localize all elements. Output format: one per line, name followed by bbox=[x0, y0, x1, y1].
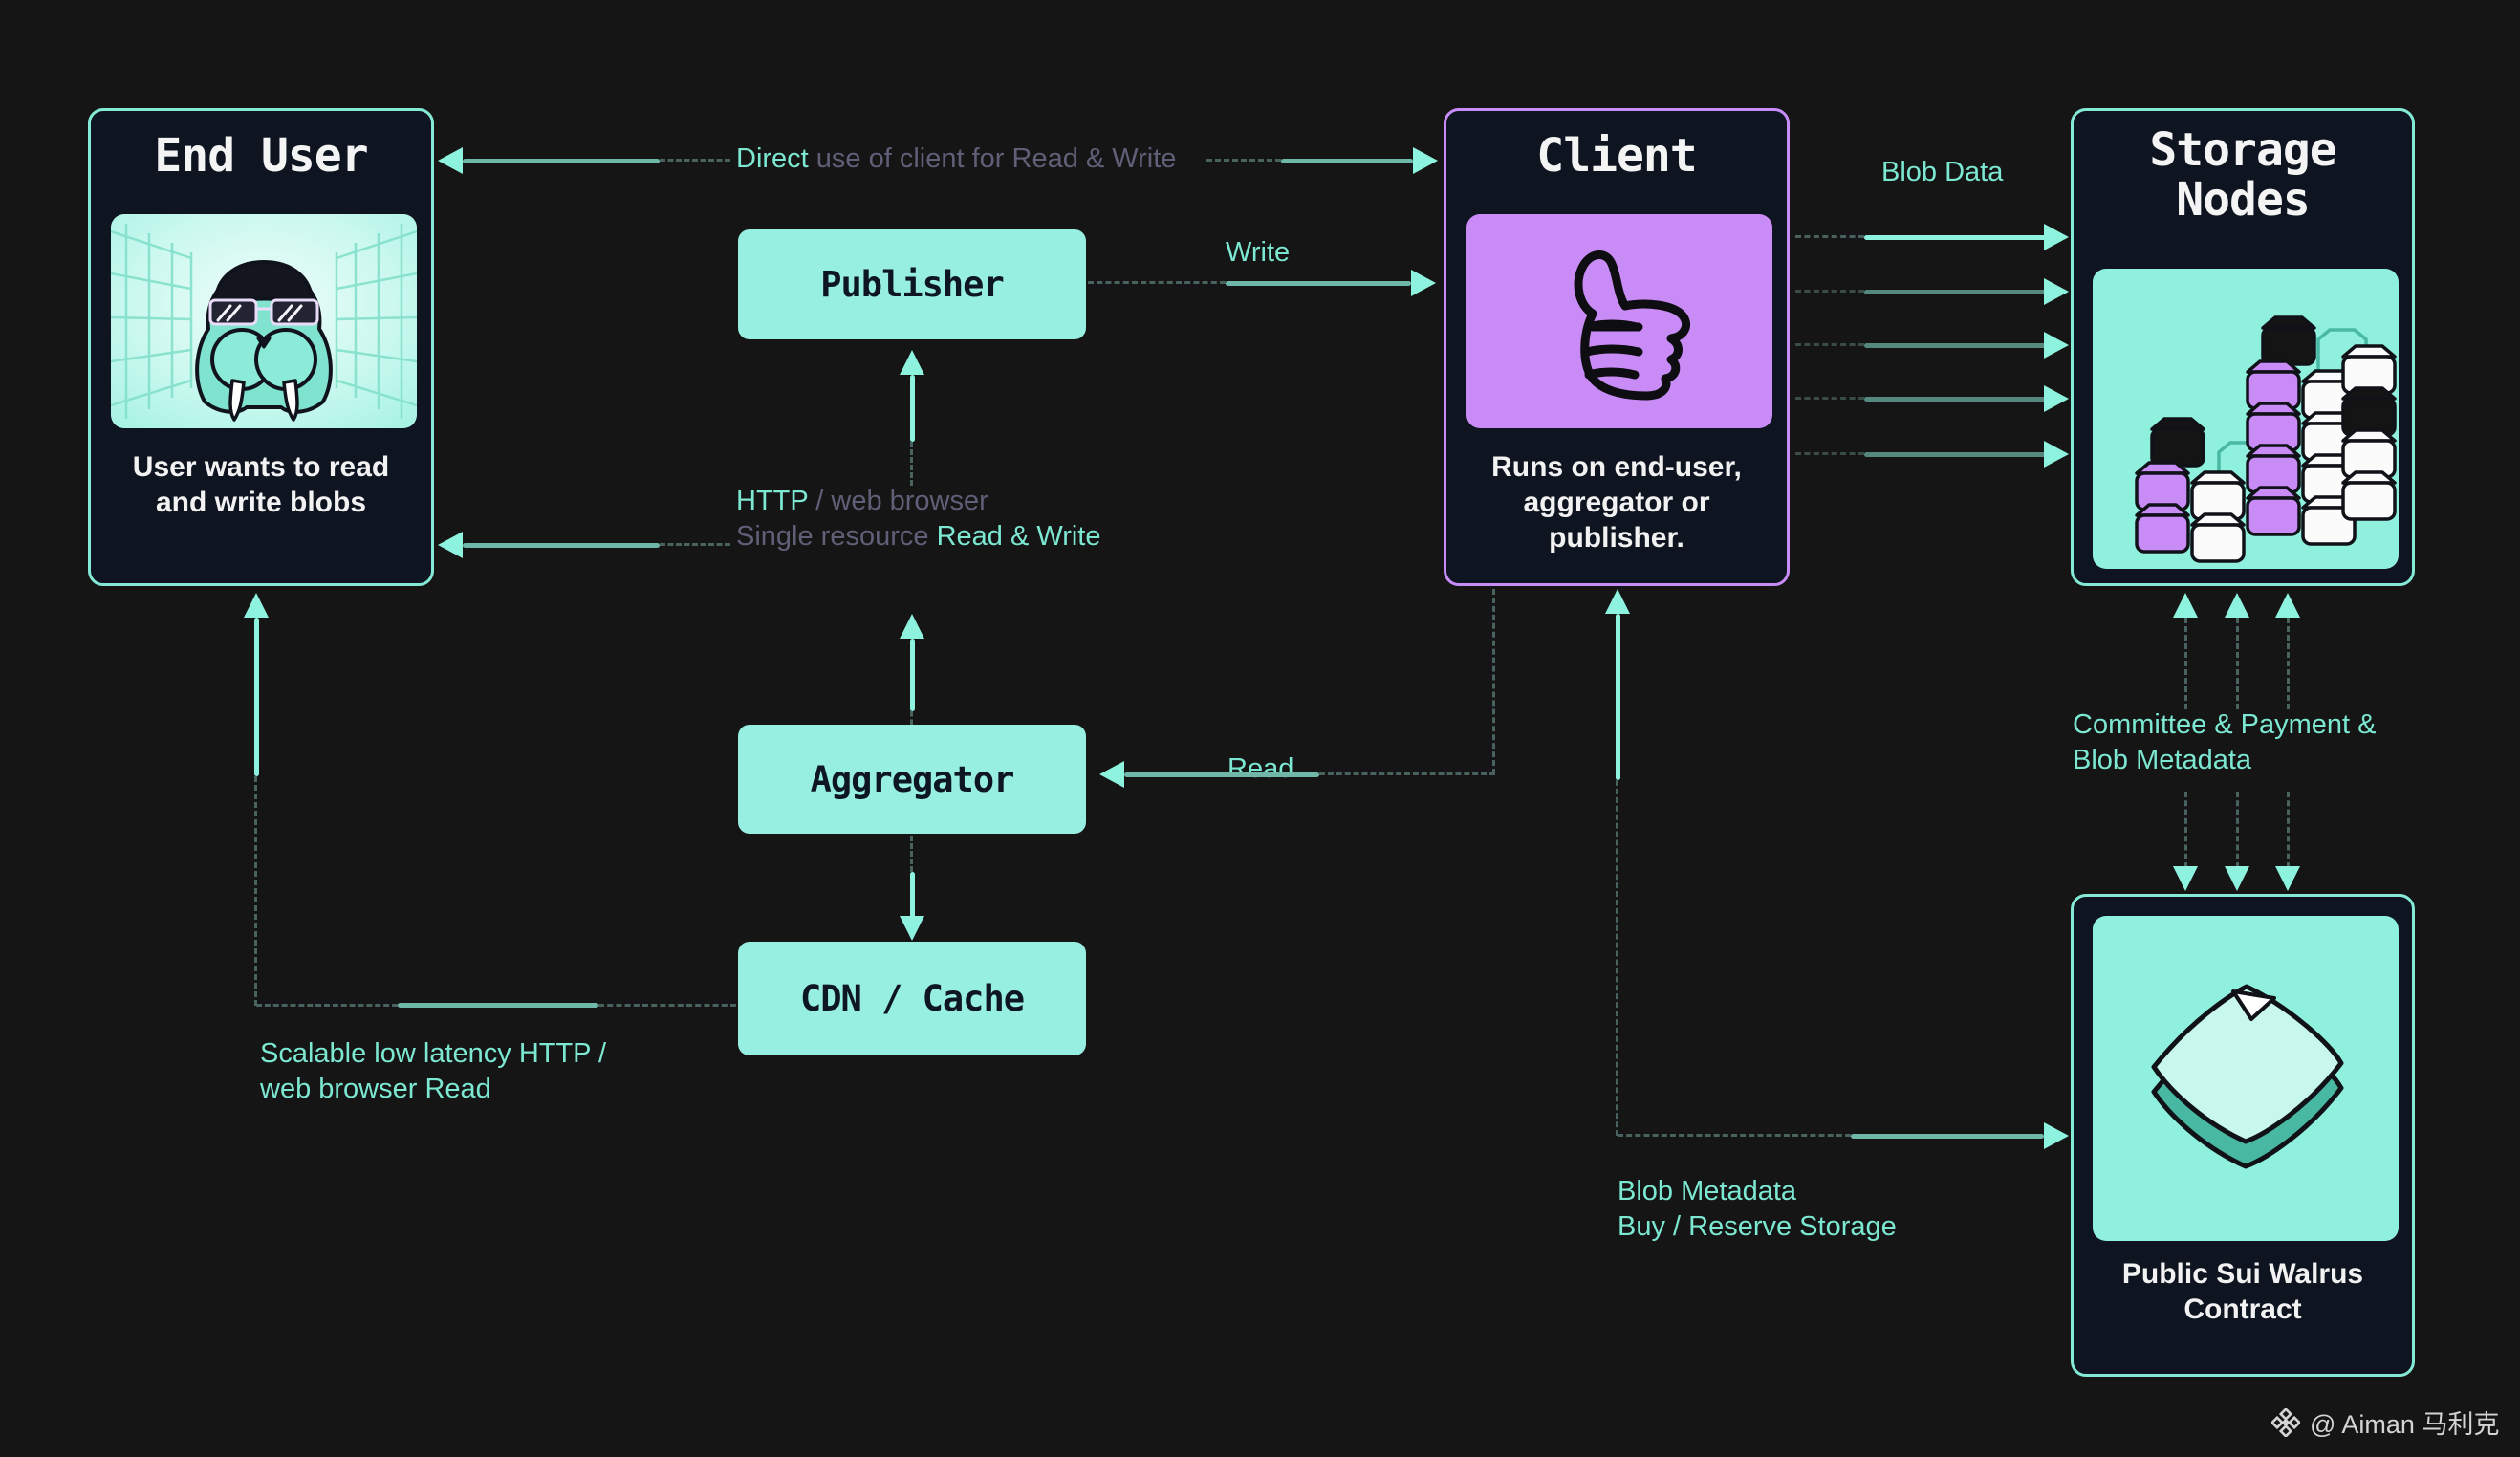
storage-nodes-title: Storage Nodes bbox=[2149, 123, 2336, 227]
committee-up-arrowhead-icon bbox=[2173, 593, 2198, 618]
scalable-vertical-dashes bbox=[254, 776, 257, 1006]
http-left-dashes bbox=[660, 543, 730, 546]
blob-data-arrow-dashes bbox=[1795, 452, 1864, 455]
http-line2: Single resource Read & Write bbox=[736, 521, 1101, 552]
paper-stack-icon bbox=[2093, 916, 2399, 1241]
publisher-up-dashes bbox=[910, 442, 913, 486]
contract-node: Public Sui Walrus Contract bbox=[2071, 894, 2415, 1377]
scalable-line bbox=[398, 1003, 598, 1008]
walrus-icon bbox=[111, 214, 417, 428]
blob-metadata-arrowhead-icon bbox=[2044, 1122, 2069, 1149]
cdn-down-dashes bbox=[910, 836, 913, 872]
read-arrowhead-icon bbox=[1099, 761, 1124, 788]
committee-dashes bbox=[2236, 792, 2239, 868]
aggregator-node: Aggregator bbox=[738, 725, 1086, 834]
committee-dashes bbox=[2287, 792, 2290, 868]
publisher-node: Publisher bbox=[738, 229, 1086, 339]
direct-right-dashes bbox=[1206, 159, 1281, 162]
direct-right-line bbox=[1281, 159, 1413, 163]
read-line bbox=[1124, 772, 1319, 777]
committee-label: Committee & Payment & Blob Metadata bbox=[2073, 709, 2377, 775]
watermark: @ Aiman 马利克 bbox=[2271, 1403, 2499, 1441]
aggregator-up-dashes bbox=[910, 711, 913, 725]
end-user-title: End User bbox=[154, 129, 368, 183]
committee-down-arrowhead-icon bbox=[2225, 866, 2249, 891]
watermark-text: @ Aiman 马利克 bbox=[2310, 1410, 2500, 1439]
committee-up-arrowhead-icon bbox=[2275, 593, 2300, 618]
storage-nodes-node: Storage Nodes bbox=[2071, 108, 2415, 586]
contract-caption: Public Sui Walrus Contract bbox=[2121, 1258, 2364, 1326]
end-user-caption: User wants to read and write blobs bbox=[132, 451, 390, 519]
client-node: Client Runs on end-user, aggregator or p… bbox=[1444, 108, 1790, 586]
blob-data-arrow-line bbox=[1864, 397, 2046, 402]
cdn-cache-node: CDN / Cache bbox=[738, 942, 1086, 1055]
http-left-line bbox=[463, 543, 660, 548]
client-caption: Runs on end-user, aggregator or publishe… bbox=[1491, 451, 1742, 555]
direct-right-arrowhead-icon bbox=[1413, 147, 1438, 174]
read-dashes bbox=[1319, 772, 1495, 775]
read-vertical-dashes bbox=[1492, 589, 1495, 774]
blob-data-arrow-dashes bbox=[1795, 397, 1864, 400]
scalable-up-arrowhead-icon bbox=[244, 593, 269, 618]
direct-use-label: Direct use of client for Read & Write bbox=[736, 143, 1177, 174]
blob-data-arrow-dashes bbox=[1795, 235, 1864, 238]
write-arrowhead-icon bbox=[1411, 270, 1436, 296]
publisher-up-arrowhead-icon bbox=[900, 350, 924, 375]
blob-metadata-vertical-line bbox=[1616, 614, 1620, 780]
end-user-node: End User bbox=[88, 108, 434, 586]
http-line1: HTTP / web browser bbox=[736, 486, 988, 516]
scalable-vertical-line bbox=[254, 618, 259, 776]
http-label: HTTP / web browser Single resource Read … bbox=[736, 484, 1100, 555]
blob-data-arrow-line bbox=[1864, 290, 2046, 294]
blob-metadata-vertical-dashes bbox=[1616, 780, 1618, 1136]
blob-data-label: Blob Data bbox=[1881, 157, 2004, 187]
committee-dashes bbox=[2287, 618, 2290, 709]
http-left-arrowhead-icon bbox=[438, 532, 463, 558]
committee-down-arrowhead-icon bbox=[2173, 866, 2198, 891]
aggregator-label: Aggregator bbox=[810, 758, 1015, 800]
client-title: Client bbox=[1536, 129, 1697, 183]
blob-data-arrow-dashes bbox=[1795, 343, 1864, 346]
publisher-up-line bbox=[910, 375, 915, 442]
blob-data-arrow-line bbox=[1864, 235, 2046, 240]
direct-left-line bbox=[463, 159, 660, 163]
blob-data-arrow-line bbox=[1864, 452, 2046, 457]
aggregator-up-line bbox=[910, 639, 915, 711]
cdn-down-arrowhead-icon bbox=[900, 916, 924, 941]
committee-dashes bbox=[2184, 792, 2187, 868]
publisher-label: Publisher bbox=[820, 264, 1004, 305]
blob-data-arrow-dashes bbox=[1795, 290, 1864, 293]
scalable-dashes-left bbox=[256, 1004, 398, 1007]
committee-down-arrowhead-icon bbox=[2275, 866, 2300, 891]
committee-dashes bbox=[2236, 618, 2239, 709]
write-label: Write bbox=[1226, 237, 1291, 268]
blob-metadata-dashes bbox=[1618, 1134, 1851, 1137]
blob-data-arrowhead-icon bbox=[2044, 332, 2069, 359]
blob-data-arrowhead-icon bbox=[2044, 278, 2069, 305]
binance-icon bbox=[2271, 1407, 2300, 1437]
blob-metadata-up-arrowhead-icon bbox=[1605, 589, 1630, 614]
blob-metadata-line bbox=[1851, 1134, 2044, 1139]
thumbs-up-icon bbox=[1466, 214, 1772, 428]
blob-data-arrowhead-icon bbox=[2044, 441, 2069, 468]
write-dashes bbox=[1088, 281, 1226, 284]
write-line bbox=[1226, 281, 1411, 286]
blob-data-arrow-line bbox=[1864, 343, 2046, 348]
committee-up-arrowhead-icon bbox=[2225, 593, 2249, 618]
blob-data-arrowhead-icon bbox=[2044, 385, 2069, 412]
direct-left-arrowhead-icon bbox=[438, 147, 463, 174]
blob-data-arrowhead-icon bbox=[2044, 224, 2069, 250]
read-label: Read bbox=[1227, 753, 1294, 784]
cdn-cache-label: CDN / Cache bbox=[799, 978, 1025, 1019]
scalable-dashes-right bbox=[598, 1004, 736, 1007]
direct-left-dashes bbox=[660, 159, 730, 162]
cdn-down-line bbox=[910, 872, 915, 920]
committee-dashes bbox=[2184, 618, 2187, 709]
storage-cubes-icon bbox=[2093, 269, 2399, 569]
aggregator-up-arrowhead-icon bbox=[900, 614, 924, 639]
scalable-label: Scalable low latency HTTP / web browser … bbox=[260, 1038, 607, 1104]
blob-metadata-label: Blob Metadata Buy / Reserve Storage bbox=[1618, 1176, 1897, 1242]
